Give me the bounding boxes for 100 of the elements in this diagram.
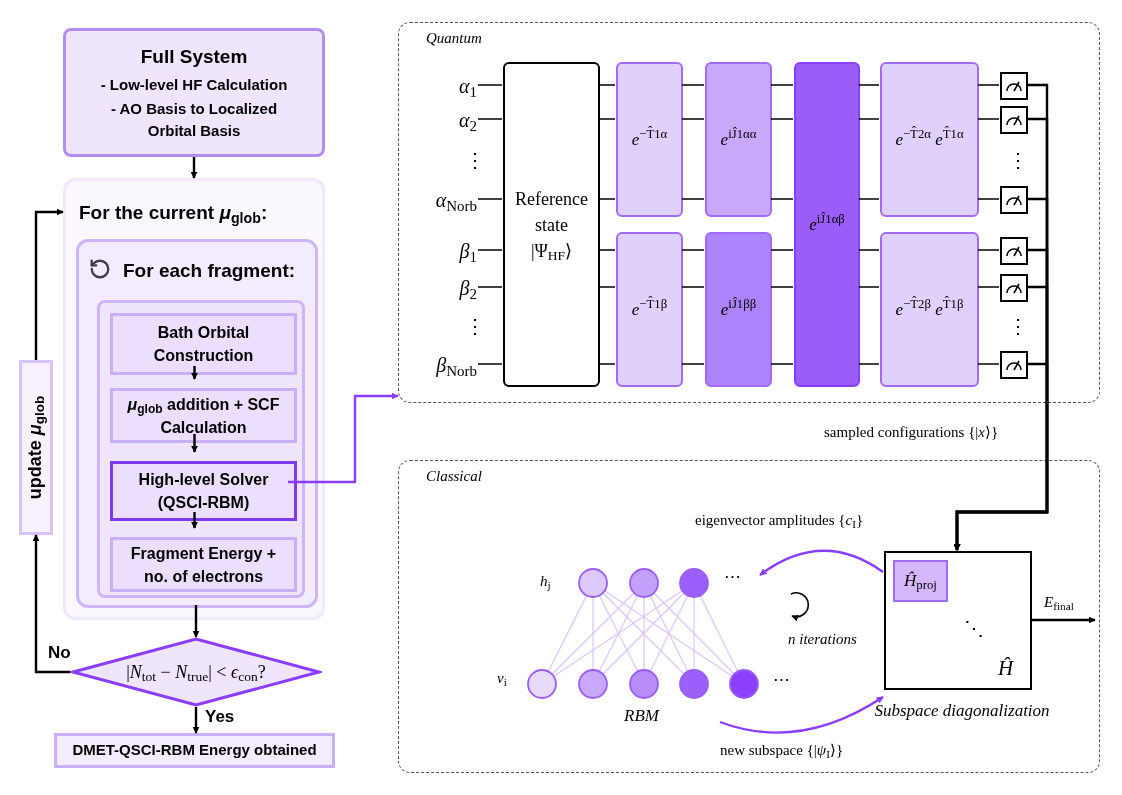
vertical-ellipsis: ⋮ bbox=[465, 315, 485, 337]
process-box bbox=[110, 461, 297, 521]
submatrix-box bbox=[893, 560, 948, 602]
bullet-text: - AO Basis to Localized Orbital Basis bbox=[109, 98, 279, 141]
edge-label: new subspace {|ψ$_{I}$⟩} bbox=[720, 742, 844, 758]
circuit-wire bbox=[598, 286, 616, 288]
arrow bbox=[288, 392, 399, 484]
arrow bbox=[190, 157, 198, 179]
operator-text: e$^{−T̂2β}$ e$^{T̂1β}$ bbox=[895, 296, 964, 321]
arrow bbox=[1031, 616, 1096, 624]
circuit-wire bbox=[477, 84, 503, 86]
operator-text: e$^{−T̂1α}$ bbox=[631, 126, 668, 151]
circuit-wire bbox=[858, 286, 880, 288]
operator-text: e$^{iĴ1αβ}$ bbox=[809, 211, 845, 236]
circuit-wire bbox=[598, 249, 616, 251]
circuit-wire bbox=[681, 363, 705, 365]
circuit-wire bbox=[770, 198, 794, 200]
panel-title: Quantum bbox=[426, 29, 482, 48]
circuit-wire bbox=[681, 118, 705, 120]
circuit-wire bbox=[598, 363, 616, 365]
arrow bbox=[759, 549, 884, 576]
circuit-wire bbox=[858, 249, 880, 251]
gate-box bbox=[705, 62, 772, 217]
gate-box bbox=[705, 232, 772, 387]
panel-title: Classical bbox=[426, 467, 482, 486]
circuit-wire bbox=[477, 286, 503, 288]
section-panel bbox=[398, 22, 1100, 403]
operator-text: Ĥ$_{proj}$ bbox=[904, 570, 937, 594]
edge-label: eigenvector amplitudes {c$_{I}$} bbox=[695, 512, 864, 528]
step-text: High-level Solver (QSCI-RBM) bbox=[137, 470, 270, 513]
circuit-wire bbox=[977, 84, 1000, 86]
process-box bbox=[110, 313, 297, 375]
step-text: DMET-QSCI-RBM Energy obtained bbox=[72, 740, 317, 761]
measurement-box bbox=[1000, 72, 1028, 100]
circuit-wire bbox=[598, 84, 616, 86]
step-text: Bath Orbital Construction bbox=[152, 323, 255, 366]
loop-heading: For the current μ$_{glob}$: bbox=[79, 201, 268, 228]
circuit-wire bbox=[977, 363, 1000, 365]
loop-heading: For each fragment: bbox=[123, 259, 296, 283]
arrow bbox=[192, 707, 200, 734]
ellipsis: ⋯ bbox=[773, 670, 790, 689]
circuit-wire bbox=[858, 118, 880, 120]
circuit-wire bbox=[770, 118, 794, 120]
state-box bbox=[503, 62, 600, 387]
circuit-wire bbox=[477, 198, 503, 200]
circuit-wire bbox=[681, 286, 705, 288]
process-box bbox=[19, 360, 53, 535]
circuit-wire bbox=[681, 84, 705, 86]
circuit-wire bbox=[770, 286, 794, 288]
gate-box bbox=[794, 62, 860, 387]
measurement-box bbox=[1000, 274, 1028, 302]
operator-text: e$^{iĴ1ββ}$ bbox=[720, 296, 757, 321]
gate-box bbox=[616, 232, 683, 387]
diagonal-dots: ⋱ bbox=[964, 616, 984, 641]
vertical-ellipsis: ⋮ bbox=[1008, 149, 1028, 171]
arrow bbox=[191, 366, 198, 380]
caption-text: Subspace diagonalization bbox=[874, 701, 1050, 720]
edge-label: Yes bbox=[205, 707, 235, 726]
circuit-wire bbox=[977, 286, 1000, 288]
matrix-box bbox=[884, 551, 1032, 690]
step-text: Fragment Energy + no. of electrons bbox=[129, 543, 278, 587]
arrow bbox=[34, 208, 64, 360]
circuit-wire bbox=[977, 198, 1000, 200]
iteration-label: n iterations bbox=[788, 631, 857, 647]
arrow bbox=[191, 512, 198, 529]
circuit-wire bbox=[477, 118, 503, 120]
ellipsis: ⋯ bbox=[724, 567, 741, 586]
vertical-ellipsis: ⋮ bbox=[465, 149, 485, 171]
edge-label: sampled configurations {|x⟩} bbox=[824, 424, 999, 440]
operator-text: e$^{−T̂1β}$ bbox=[631, 296, 668, 321]
vertical-ellipsis: ⋮ bbox=[1008, 315, 1028, 337]
arrow bbox=[953, 362, 1049, 551]
circuit-wire bbox=[977, 249, 1000, 251]
process-box bbox=[110, 388, 297, 443]
circuit-wire bbox=[598, 118, 616, 120]
circuit-wire bbox=[770, 363, 794, 365]
matrix-symbol: Ĥ bbox=[998, 655, 1014, 682]
circuit-wire bbox=[770, 249, 794, 251]
circuit-wire bbox=[858, 363, 880, 365]
measurement-box bbox=[1000, 237, 1028, 265]
arrow bbox=[192, 605, 200, 638]
circuit-wire bbox=[681, 198, 705, 200]
operator-text: e$^{iĴ1αα}$ bbox=[720, 126, 757, 151]
gate-box bbox=[880, 232, 979, 387]
group-box bbox=[97, 300, 305, 598]
operator-text: e$^{−T̂2α}$ e$^{T̂1α}$ bbox=[895, 126, 964, 151]
process-box bbox=[110, 537, 297, 592]
edge-label: No bbox=[48, 643, 71, 662]
measurement-box bbox=[1000, 106, 1028, 134]
bullet-text: - Low-level HF Calculation bbox=[100, 74, 288, 95]
edge-label: E$_{final}$ bbox=[1044, 594, 1074, 610]
arrow bbox=[32, 534, 70, 674]
loop-panel bbox=[63, 178, 325, 620]
gate-box bbox=[880, 62, 979, 217]
layer-label: h$_{j}$ bbox=[540, 573, 551, 589]
circuit-wire bbox=[598, 198, 616, 200]
network-caption: RBM bbox=[624, 705, 659, 727]
state-text: Reference state bbox=[514, 187, 589, 237]
loop-panel bbox=[76, 239, 318, 608]
box-title: Full System bbox=[140, 45, 248, 70]
